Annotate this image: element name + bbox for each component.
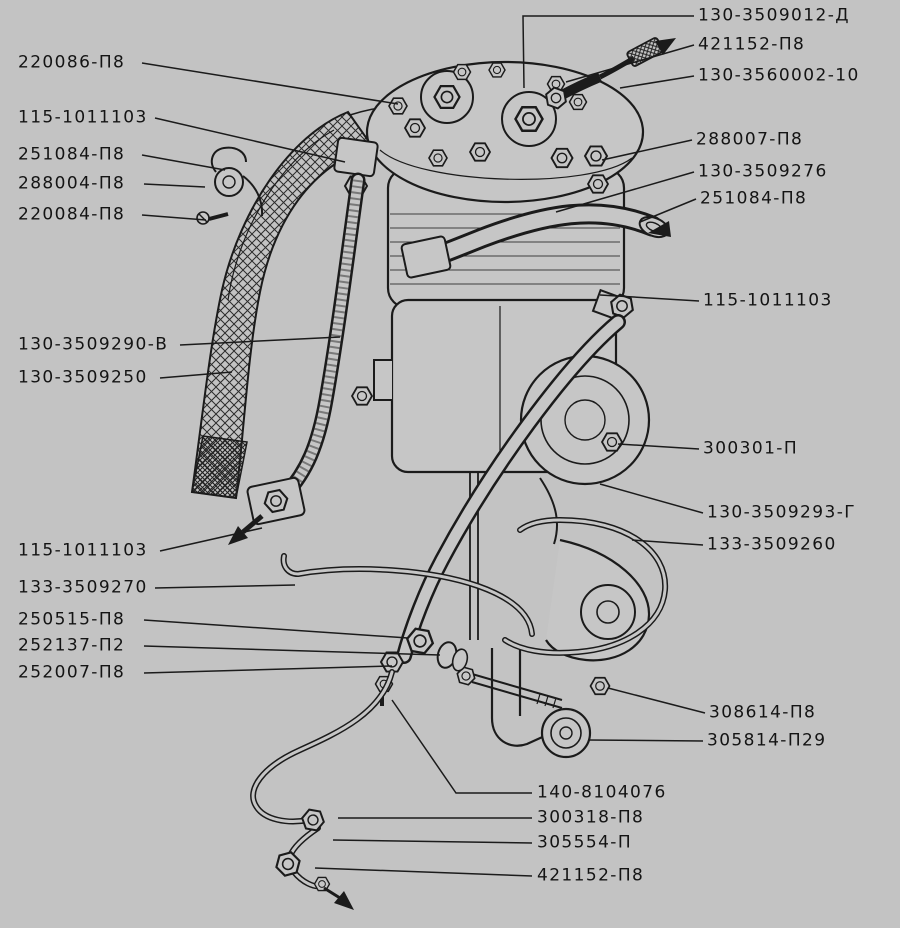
part-label: 220086-П8 (18, 52, 126, 73)
steel-pipes (250, 516, 669, 910)
part-label: 252007-П8 (18, 662, 126, 683)
diagonal-hose (374, 288, 638, 706)
part-label: 130-3509293-Г (707, 502, 856, 523)
part-label: 133-3509260 (707, 534, 837, 555)
leader-lines (141, 15, 706, 877)
leader-line (601, 139, 693, 161)
leader-line (599, 294, 700, 302)
leader-line (143, 619, 409, 639)
leader-line (332, 839, 533, 844)
fan-shroud-band (190, 105, 393, 500)
leader-line (314, 867, 533, 877)
leader-line (159, 371, 233, 379)
part-label: 130-3509276 (698, 161, 828, 182)
leader-line (143, 665, 393, 674)
leader-line (617, 443, 700, 450)
leader-line (587, 739, 704, 742)
part-label: 421152-П8 (698, 34, 806, 55)
flow-arrow (228, 526, 248, 545)
leader-line (141, 62, 399, 105)
pressure-sensor (542, 37, 676, 112)
part-label: 305554-П (537, 832, 633, 853)
part-label: 308614-П8 (709, 702, 817, 723)
part-label: 130-3509290-В (18, 334, 169, 355)
leader-line (631, 539, 704, 546)
leader-line (619, 75, 695, 89)
leader-line (143, 645, 441, 656)
leader-line (391, 699, 532, 794)
leader-line (607, 687, 706, 714)
part-label: 130-3509012-Д (698, 5, 850, 26)
mounting-bracket (454, 472, 651, 759)
part-label: 251084-П8 (18, 144, 126, 165)
part-label: 252137-П2 (18, 635, 126, 656)
intake-hose (400, 203, 671, 279)
leader-line (599, 483, 704, 514)
leader-line (159, 527, 263, 552)
leader-line (141, 214, 207, 221)
part-label: 115-1011103 (18, 107, 148, 128)
part-label: 140-8104076 (537, 782, 667, 803)
part-label: 130-3560002-10 (698, 65, 860, 86)
leader-line (141, 154, 226, 171)
part-label: 300318-П8 (537, 807, 645, 828)
leader-line (154, 584, 296, 589)
leader-line (565, 44, 695, 83)
leader-line (179, 336, 341, 346)
part-label: 130-3509250 (18, 367, 148, 388)
leader-line (154, 117, 346, 163)
part-label: 133-3509270 (18, 577, 148, 598)
part-label: 220084-П8 (18, 204, 126, 225)
flow-arrow (648, 221, 671, 237)
flow-arrow (655, 38, 676, 55)
part-label: 305814-П29 (707, 730, 827, 751)
leader-line (143, 183, 206, 188)
part-label: 115-1011103 (18, 540, 148, 561)
flow-arrow (334, 891, 354, 910)
braided-hose (228, 136, 379, 545)
part-label: 250515-П8 (18, 609, 126, 630)
part-label: 421152-П8 (537, 865, 645, 886)
part-label: 288004-П8 (18, 173, 126, 194)
part-label: 300301-П (703, 438, 799, 459)
hose-clamp-parts (196, 146, 264, 225)
leader-line (555, 171, 695, 213)
leader-line (522, 15, 694, 89)
leader-line (639, 198, 697, 223)
part-label: 251084-П8 (700, 188, 808, 209)
part-label: 115-1011103 (703, 290, 833, 311)
part-label: 288007-П8 (696, 129, 804, 150)
